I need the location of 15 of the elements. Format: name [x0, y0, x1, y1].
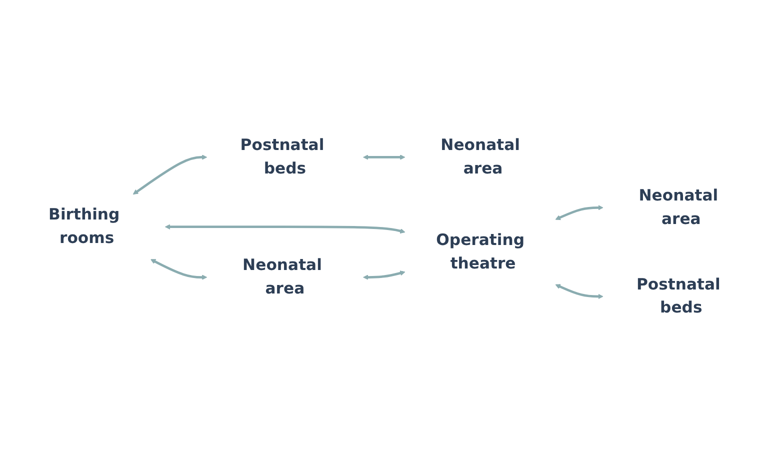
arrow	[150, 259, 208, 280]
arrow	[164, 224, 406, 234]
node-text: Neonatal area	[638, 186, 718, 228]
arrow	[363, 154, 406, 160]
node-text: Operating theatre	[436, 231, 525, 273]
arrow	[555, 205, 604, 220]
node-text: Postnatal beds	[636, 276, 720, 318]
arrow	[363, 270, 406, 280]
node-text: Neonatal area	[242, 256, 322, 298]
node-text: Birthing rooms	[48, 206, 120, 248]
node-text: Neonatal area	[440, 136, 520, 178]
flow-diagram: Birthing rooms Postnatal beds Neonatal area Neonatal area Operating theatre Neonatal area Postnatal beds	[4, 120, 764, 334]
arrow	[555, 284, 604, 300]
node-text: Postnatal beds	[240, 136, 324, 178]
arrow	[132, 154, 208, 195]
